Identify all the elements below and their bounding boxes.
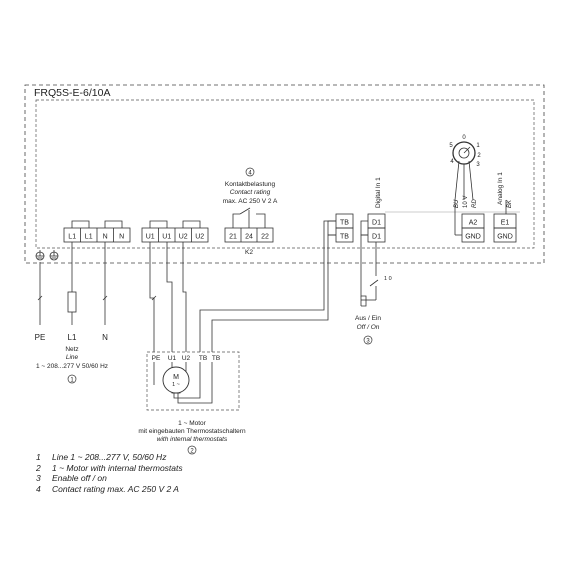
terminal-label-tb: TB [340, 220, 349, 227]
relay-terminal-22: 22 [261, 234, 269, 241]
terminal-label-d1: D1 [372, 220, 381, 227]
terminal-label-a2: A2 [469, 220, 478, 227]
potentiometer-icon [452, 141, 476, 201]
terminal-label-l1: L1 [68, 234, 76, 241]
switch-label-de: Aus / Ein [355, 315, 381, 322]
terminal-label-gnd: GND [465, 234, 481, 241]
motor-icon [162, 366, 190, 394]
supply-spec: 1 ~ 208...277 V 50/60 Hz [36, 363, 108, 370]
supply-title-en: Line [66, 354, 79, 361]
switch-positions: 1 0 [384, 276, 392, 282]
legend-text: Line 1 ~ 208...277 V, 50/60 Hz [52, 452, 167, 462]
terminal-label-u2: U2 [195, 234, 204, 241]
motor-title-de: mit eingebauten Thermostatschaltern [138, 428, 246, 435]
legend-text: 1 ~ Motor with internal thermostats [52, 462, 183, 473]
supply-title-de: Netz [65, 346, 78, 353]
motor-marker-circle [187, 445, 197, 455]
motor-symbol: M [173, 374, 179, 381]
switch-label-en: Off / On [357, 324, 380, 331]
pot-wire-rd: RD [472, 199, 478, 208]
terminal-block-analog [454, 200, 517, 243]
terminal-label-u1: U1 [146, 234, 155, 241]
legend-item: 2 1 ~ Motor with internal thermostats [36, 463, 456, 474]
terminal-label-tb: TB [340, 234, 349, 241]
terminal-label-d1: D1 [372, 234, 381, 241]
pot-pin-1: 1 [476, 143, 480, 149]
terminal-label-l1: L1 [85, 234, 93, 241]
motor-terminal-pe: PE [152, 355, 161, 362]
terminal-label-gnd: GND [497, 234, 513, 241]
motor-terminal-tb: TB [212, 355, 220, 362]
legend: 1 Line 1 ~ 208...277 V, 50/60 Hz 2 1 ~ M… [36, 452, 456, 494]
controller-inner-frame [35, 99, 535, 249]
supply-label-l1: L1 [68, 333, 77, 342]
relay-terminal-24: 24 [245, 234, 253, 241]
earth-icon [49, 250, 59, 261]
terminal-block-power [63, 227, 209, 243]
terminal-label-e1: E1 [501, 220, 510, 227]
relay-contact-symbol [232, 207, 266, 228]
legend-item: 4 Contact rating max. AC 250 V 2 A [36, 484, 456, 495]
relay-terminal-21: 21 [229, 234, 237, 241]
pot-wire-10v: 10 V [463, 196, 469, 208]
terminal-label-n: N [103, 234, 108, 241]
pot-pin-4: 4 [450, 159, 454, 165]
legend-number: 3 [36, 473, 41, 483]
legend-item: 3 Enable off / on [36, 473, 456, 484]
relay-name: K2 [245, 249, 253, 256]
terminal-label-u1: U1 [162, 234, 171, 241]
motor-wires [149, 220, 379, 352]
motor-terminal-tb: TB [199, 355, 207, 362]
legend-item: 1 Line 1 ~ 208...277 V, 50/60 Hz [36, 452, 456, 463]
motor-terminal-u1: U1 [168, 355, 177, 362]
supply-marker: 1 [70, 378, 74, 384]
controller-housing [24, 84, 545, 264]
legend-text: Enable off / on [52, 473, 107, 483]
terminal-block-tb-d1 [327, 211, 520, 243]
motor-terminal-u2: U2 [182, 355, 191, 362]
switch-marker-circle [363, 335, 373, 345]
terminal-bridges [71, 220, 201, 228]
pot-wire-bu: BU [454, 199, 460, 208]
motor-title-en2: with internal thermostats [157, 436, 228, 443]
relay-rating: max. AC 250 V 2 A [223, 198, 278, 205]
relay-marker: 4 [248, 171, 252, 177]
pot-pin-2: 2 [477, 153, 481, 159]
earth-icon [35, 250, 45, 261]
legend-number: 1 [36, 452, 41, 462]
motor-title-en: 1 ~ Motor [178, 420, 206, 427]
relay-label-en: Contact rating [230, 189, 271, 196]
pot-pin-3: 3 [476, 162, 480, 168]
pot-pin-0: 0 [462, 135, 466, 141]
analog-wire-bk: BK [507, 199, 513, 208]
digital-in-label: Digital In 1 [375, 177, 382, 208]
terminal-label-n: N [119, 234, 124, 241]
pot-pin-5: 5 [449, 143, 453, 149]
legend-number: 2 [36, 462, 41, 473]
terminal-label-u2: U2 [179, 234, 188, 241]
motor-phase: 1 ~ [172, 382, 180, 388]
supply-wires [37, 242, 108, 325]
supply-label-pe: PE [35, 333, 46, 342]
analog-in-label: Analog In 1 [497, 172, 504, 205]
legend-number: 4 [36, 483, 41, 494]
relay-marker-circle [245, 167, 255, 177]
supply-label-n: N [102, 333, 108, 342]
relay-label-de: Kontaktbelastung [225, 181, 276, 188]
motor-housing [146, 351, 240, 411]
supply-marker-circle [67, 374, 77, 384]
model-title: FRQ5S-E-6/10A [34, 87, 110, 99]
legend-text: Contact rating max. AC 250 V 2 A [52, 483, 179, 494]
motor-marker: 2 [190, 449, 194, 455]
switch-marker: 3 [366, 339, 370, 345]
